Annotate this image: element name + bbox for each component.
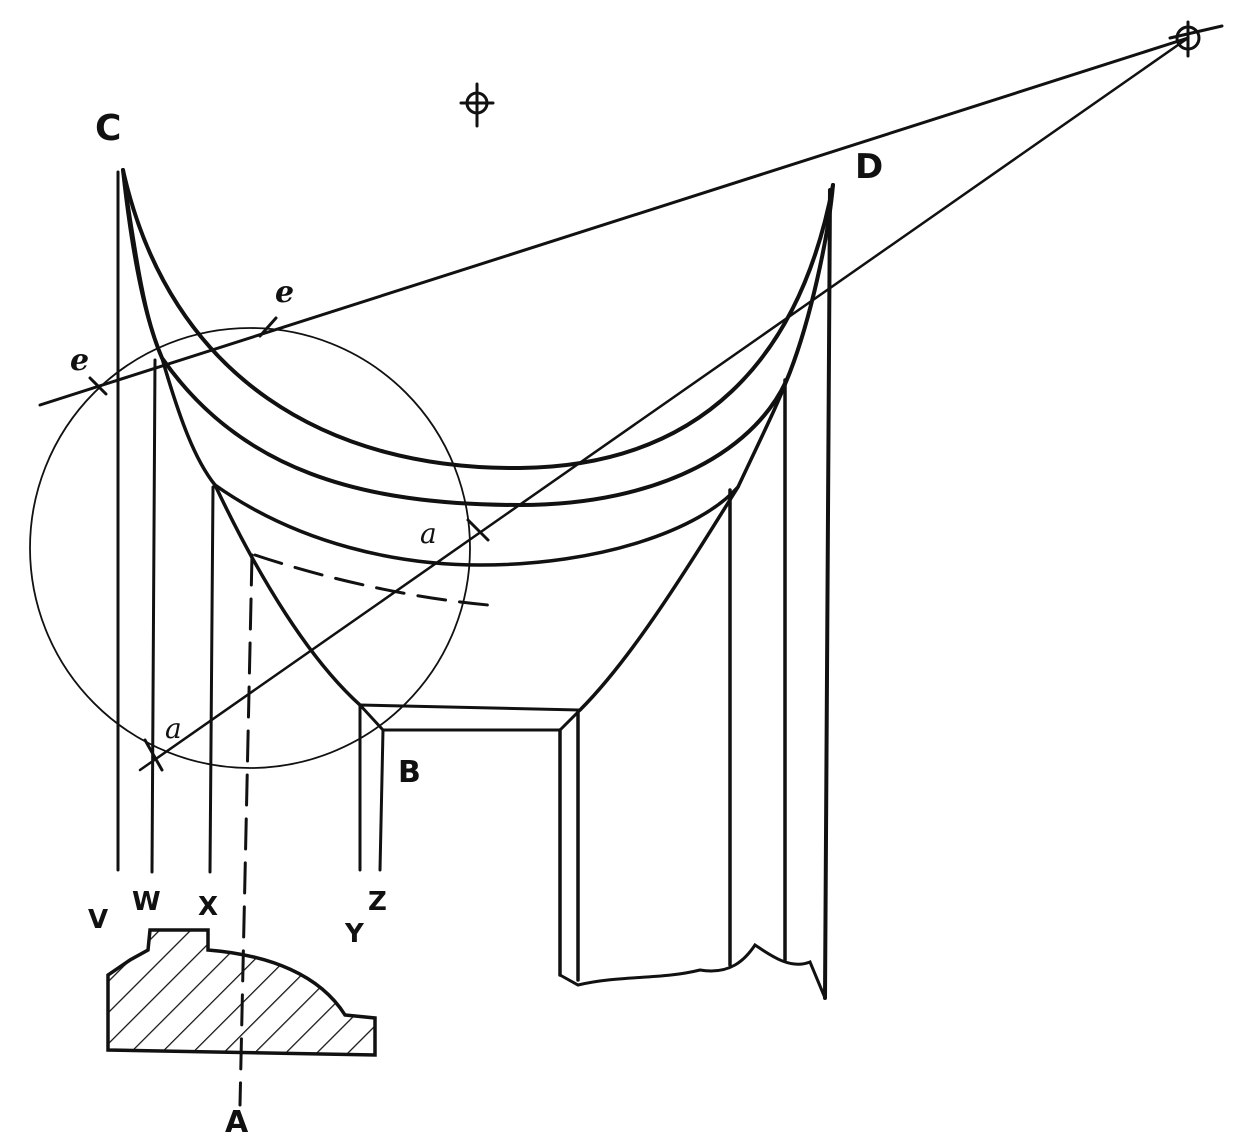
label-c: C	[95, 108, 121, 149]
label-d: D	[855, 147, 883, 187]
ray-a	[138, 36, 1190, 772]
label-e-left: e	[70, 343, 89, 378]
rim-curve-outer	[121, 168, 835, 471]
label-x: X	[198, 892, 218, 922]
cone-left	[213, 483, 362, 707]
label-w: W	[132, 887, 161, 917]
construction-circle	[29, 327, 471, 769]
label-v: V	[88, 905, 108, 935]
label-e-right: e	[275, 275, 294, 310]
light-source-icon-far	[1168, 20, 1224, 58]
label-a-upper: a	[420, 517, 437, 550]
rim-left-edge	[121, 168, 164, 360]
cone-right	[578, 485, 740, 712]
ray-e	[38, 36, 1190, 407]
stem-broken-edge	[558, 942, 827, 1000]
rim-curve-middle	[121, 168, 835, 508]
label-y: Y	[344, 919, 365, 949]
label-a-axis: A	[225, 1105, 249, 1139]
label-b: B	[398, 755, 421, 790]
moulding-profile	[106, 928, 377, 1057]
base-plate	[356, 703, 584, 732]
label-a-lower: a	[165, 712, 182, 745]
label-z: Z	[368, 887, 387, 917]
rim-curve-inner	[160, 356, 792, 567]
shadow-dashed-curve	[253, 553, 502, 608]
light-source-icon-near	[459, 82, 495, 128]
